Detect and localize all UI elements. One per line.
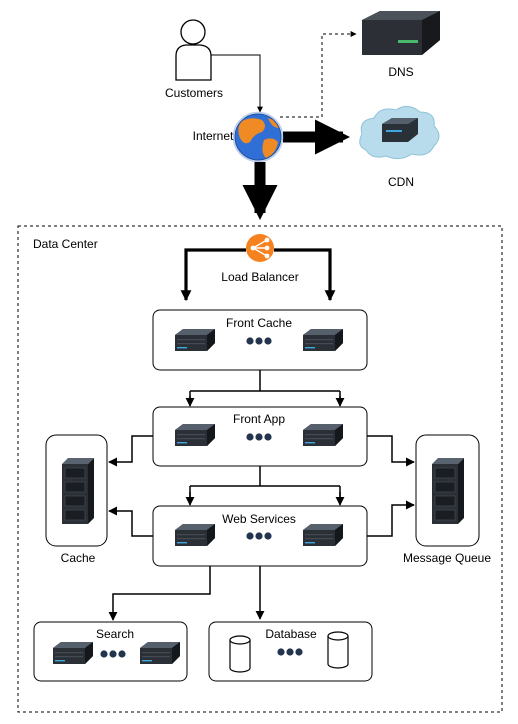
dns-label: DNS: [388, 65, 414, 79]
edge-web-search: [108, 566, 211, 621]
dns-device-icon: [362, 11, 440, 55]
web-services-label: Web Services: [222, 512, 296, 526]
message-queue-label: Message Queue: [402, 551, 492, 565]
database-cylinder-icon-right: [327, 631, 349, 669]
web-services-ellipsis-icon: [246, 532, 272, 540]
edge-lb-frontcache-right: [274, 248, 336, 302]
edge-web-cache: [108, 506, 153, 537]
front-cache-ellipsis-icon: [246, 337, 272, 345]
search-server-icon-right: [140, 642, 180, 664]
edge-frontapp-mq: [367, 435, 415, 467]
front-app-ellipsis-icon: [246, 433, 272, 441]
edge-web-mq: [367, 500, 415, 537]
front-cache-server-icon-right: [303, 329, 343, 351]
cdn-label: CDN: [388, 175, 414, 189]
cache-label: Cache: [60, 551, 96, 565]
edge-frontapp-cache: [108, 435, 153, 467]
internet-label: Internet: [192, 129, 234, 143]
edge-frontapp-webservices: [189, 466, 341, 498]
front-cache-label: Front Cache: [225, 316, 293, 330]
internet-globe-icon: [232, 111, 284, 163]
load-balancer-label: Load Balancer: [221, 270, 299, 284]
web-services-server-icon-right: [303, 524, 343, 546]
search-ellipsis-icon: [100, 650, 126, 658]
web-services-server-icon-left: [175, 524, 215, 546]
cache-server-icon: [61, 457, 95, 525]
message-queue-server-icon: [431, 457, 465, 525]
load-balancer-icon: [246, 234, 274, 262]
edge-customers-internet: [211, 54, 263, 113]
edge-internet-dns: [280, 31, 357, 118]
data-center-title: Data Center: [33, 237, 98, 251]
front-cache-server-icon-left: [175, 329, 215, 351]
search-label: Search: [95, 627, 135, 641]
search-server-icon-left: [53, 642, 93, 664]
customer-icon: [175, 19, 212, 81]
database-ellipsis-icon: [277, 648, 303, 656]
front-app-server-icon-right: [303, 424, 343, 446]
data-center-boundary: [17, 225, 503, 713]
cdn-cloud-icon: [359, 106, 440, 160]
front-app-label: Front App: [232, 412, 286, 426]
customers-label: Customers: [164, 86, 224, 100]
database-label: Database: [265, 627, 317, 641]
database-cylinder-icon-left: [229, 635, 251, 673]
edge-lb-frontcache-left: [180, 248, 246, 302]
edge-frontcache-frontapp: [189, 370, 341, 405]
front-app-server-icon-left: [175, 424, 215, 446]
